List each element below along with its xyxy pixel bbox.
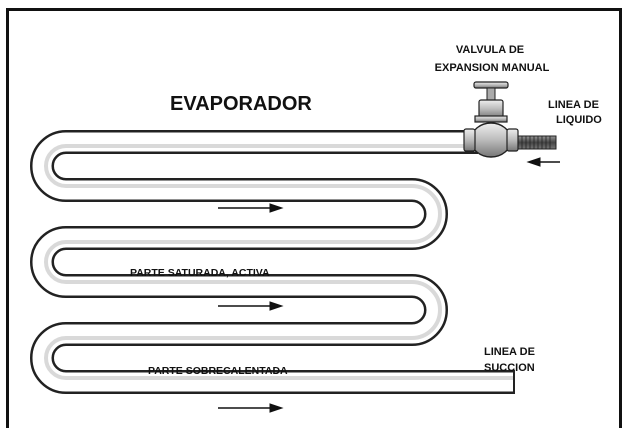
expansion-valve-icon	[463, 81, 519, 158]
saturated-part-label: PARTE SATURADA, ACTIVA	[130, 267, 270, 279]
diagram-frame	[6, 8, 622, 428]
flow-arrow-icon	[526, 157, 560, 167]
diagram-title: EVAPORADOR	[170, 93, 312, 115]
flow-arrow-icon	[218, 203, 284, 213]
valve-label-line1: VALVULA DE	[456, 44, 524, 56]
flow-arrow-icon	[218, 301, 284, 311]
liquid-line-label-line1: LINEA DE	[548, 99, 599, 111]
liquid-line-label-line2: LIQUIDO	[556, 114, 602, 126]
liquid-line-pipe	[513, 135, 557, 150]
suction-line-label-line1: LINEA DE	[484, 346, 535, 358]
suction-line-label-line2: SUCCION	[484, 362, 535, 374]
superheated-part-label: PARTE SOBRECALENTADA	[148, 365, 288, 377]
flow-arrows	[218, 157, 560, 413]
flow-arrow-icon	[218, 403, 284, 413]
valve-label-line2: EXPANSION MANUAL	[435, 62, 550, 74]
evaporator-coil	[30, 130, 515, 394]
